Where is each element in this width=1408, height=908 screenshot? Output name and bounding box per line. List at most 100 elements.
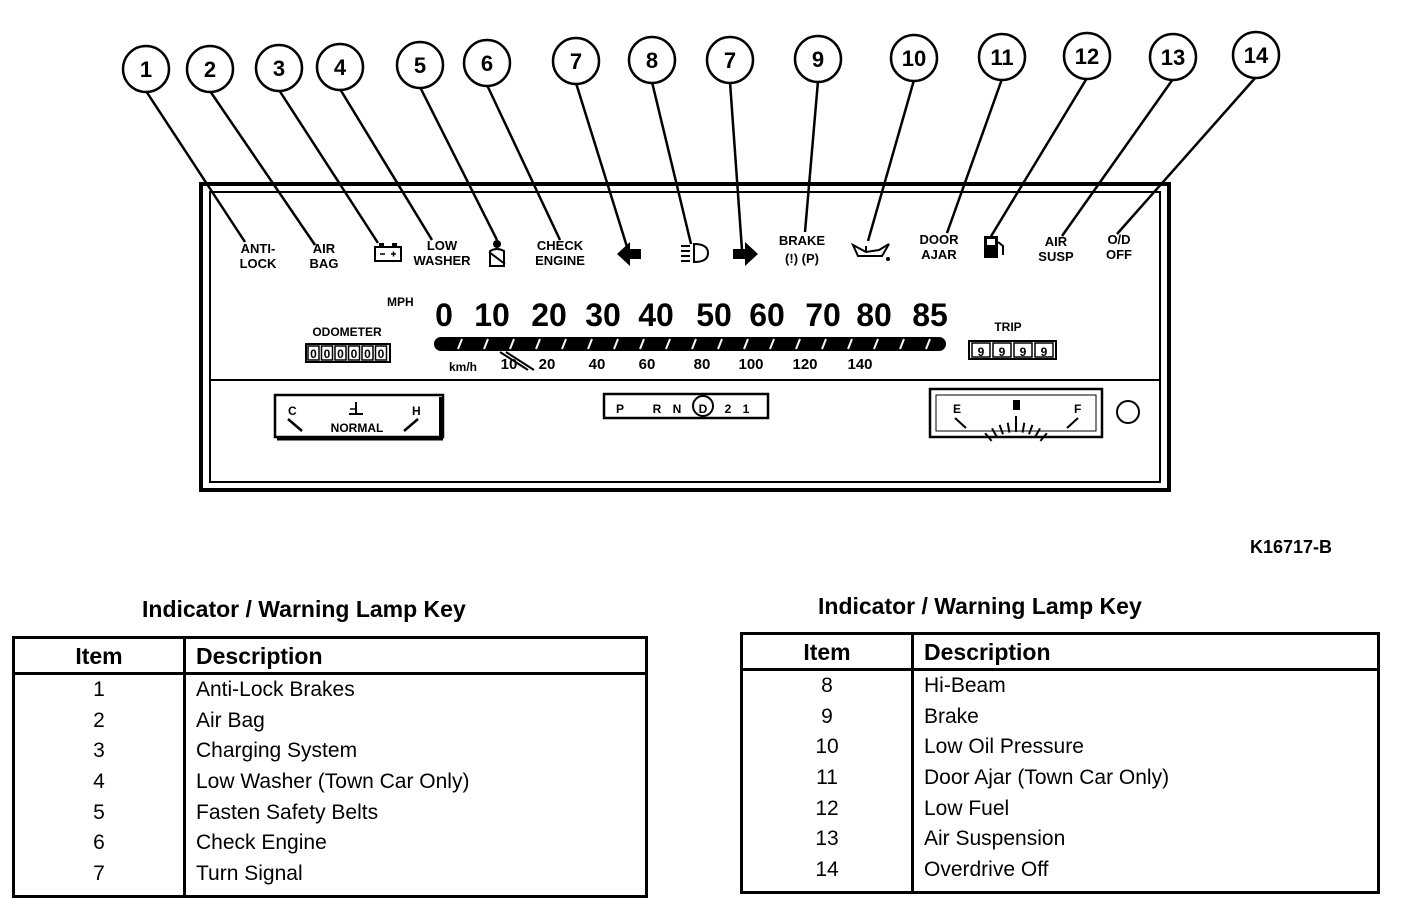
leader-line <box>866 79 916 242</box>
callout-number: 4 <box>334 55 347 80</box>
mph-tick-label: 50 <box>696 297 732 333</box>
mph-tick-label: 80 <box>856 297 892 333</box>
leader-line <box>574 82 630 251</box>
left-key-description-header: Description <box>184 637 647 675</box>
description-cell: Overdrive Off <box>924 857 1049 881</box>
callout-number: 1 <box>140 57 152 82</box>
item-number-cell: 4 <box>13 766 186 798</box>
description-cell: Anti-Lock Brakes <box>196 678 355 702</box>
item-number-cell: 13 <box>741 823 914 855</box>
thermometer-icon <box>349 402 363 415</box>
trip-digit: 9 <box>1041 345 1048 359</box>
hi-beam-icon <box>681 242 710 264</box>
description-cell: Turn Signal <box>196 861 303 885</box>
callout-circle <box>977 32 1027 82</box>
leader-line <box>728 81 744 251</box>
callout-circle <box>395 40 445 90</box>
callout-circle <box>185 44 235 94</box>
fuel-pump-icon <box>984 236 1004 258</box>
seat-belt-icon <box>488 240 506 267</box>
callout-circle <box>889 33 939 83</box>
od-off-label-2: OFF <box>1106 247 1132 262</box>
check-engine-label-1: CHECK <box>537 238 584 253</box>
cluster-outline <box>199 182 1171 492</box>
fuel-empty-label: E <box>953 402 961 416</box>
prnd-gear-2: 2 <box>725 402 732 416</box>
item-number-cell: 5 <box>13 797 186 828</box>
speed-bar-ticks <box>457 338 931 350</box>
item-number-cell: 8 <box>741 669 914 702</box>
callout-circle <box>254 43 304 93</box>
callout-number: 10 <box>902 46 926 71</box>
battery-icon <box>374 243 402 262</box>
description-cell: Low Oil Pressure <box>924 735 1084 759</box>
odometer-label: ODOMETER <box>312 325 382 339</box>
od-off-label-1: O/D <box>1107 232 1130 247</box>
callout-number: 13 <box>1161 45 1185 70</box>
odometer-digit: 0 <box>337 347 344 361</box>
fuel-full-label: F <box>1074 402 1081 416</box>
odometer-digit: 0 <box>351 347 358 361</box>
reset-knob-icon[interactable] <box>1116 400 1140 424</box>
odometer-digit: 0 <box>310 347 317 361</box>
air-susp-label-1: AIR <box>1045 234 1068 249</box>
mph-tick-label: 20 <box>531 297 567 333</box>
temperature-gauge: C H NORMAL <box>273 393 445 441</box>
kmh-tick-label: 10 <box>501 356 518 373</box>
turn-right-arrow-icon <box>733 242 758 266</box>
left-key-title: Indicator / Warning Lamp Key <box>142 596 466 622</box>
anti-lock-label-1: ANTI- <box>241 241 276 256</box>
prnd-gear-p: P <box>616 402 624 416</box>
brake-label-1: BRAKE <box>779 233 826 248</box>
description-cell: Low Fuel <box>924 796 1010 820</box>
item-number-cell: 2 <box>13 705 186 737</box>
mph-tick-label: 0 <box>435 297 453 333</box>
air-bag-label-2: BAG <box>310 256 339 271</box>
right-key-header-row: Item Description <box>741 633 1379 671</box>
kmh-tick-label: 120 <box>792 356 817 373</box>
description-cell: Brake <box>924 704 979 728</box>
callout-number: 7 <box>724 48 736 73</box>
spacer-cell <box>913 885 1379 893</box>
mph-tick-label: 30 <box>585 297 621 333</box>
callout-number: 9 <box>812 47 824 72</box>
prnd-gear-1: 1 <box>743 402 750 416</box>
callout-circle <box>462 38 512 88</box>
odometer-digit: 0 <box>324 347 331 361</box>
description-cell: Door Ajar (Town Car Only) <box>924 766 1170 790</box>
prnd-gear-d: D <box>699 402 708 416</box>
leader-line <box>650 81 693 245</box>
temp-normal-label: NORMAL <box>331 421 384 435</box>
callout-number: 5 <box>414 53 426 78</box>
brake-label-2: (!) (P) <box>785 251 819 266</box>
mph-label: MPH <box>387 295 414 309</box>
spacer-cell <box>185 889 647 897</box>
callout-circle <box>1148 32 1198 82</box>
kmh-tick-label: 60 <box>639 356 656 373</box>
mph-tick-label: 40 <box>638 297 674 333</box>
check-engine-label-2: ENGINE <box>535 253 585 268</box>
leader-line <box>803 80 820 233</box>
description-cell: Low Washer (Town Car Only) <box>196 770 470 794</box>
trip-digit: 9 <box>1020 345 1027 359</box>
oil-can-icon <box>850 242 890 261</box>
lamp-icons <box>374 236 1004 267</box>
item-number-cell: 11 <box>741 762 914 794</box>
callout-circle <box>121 44 171 94</box>
description-cell: Fasten Safety Belts <box>196 800 379 824</box>
table-row: 7 Turn Signal <box>13 858 647 890</box>
door-ajar-label-1: DOOR <box>920 232 960 247</box>
mph-tick-label: 10 <box>474 297 510 333</box>
item-number-cell: 7 <box>13 858 186 890</box>
table-spacer-row <box>13 889 647 897</box>
mph-tick-label: 85 <box>912 297 948 333</box>
low-washer-label-1: LOW <box>427 238 458 253</box>
figure-id: K16717-B <box>1250 537 1333 557</box>
low-washer-label-2: WASHER <box>413 253 471 268</box>
